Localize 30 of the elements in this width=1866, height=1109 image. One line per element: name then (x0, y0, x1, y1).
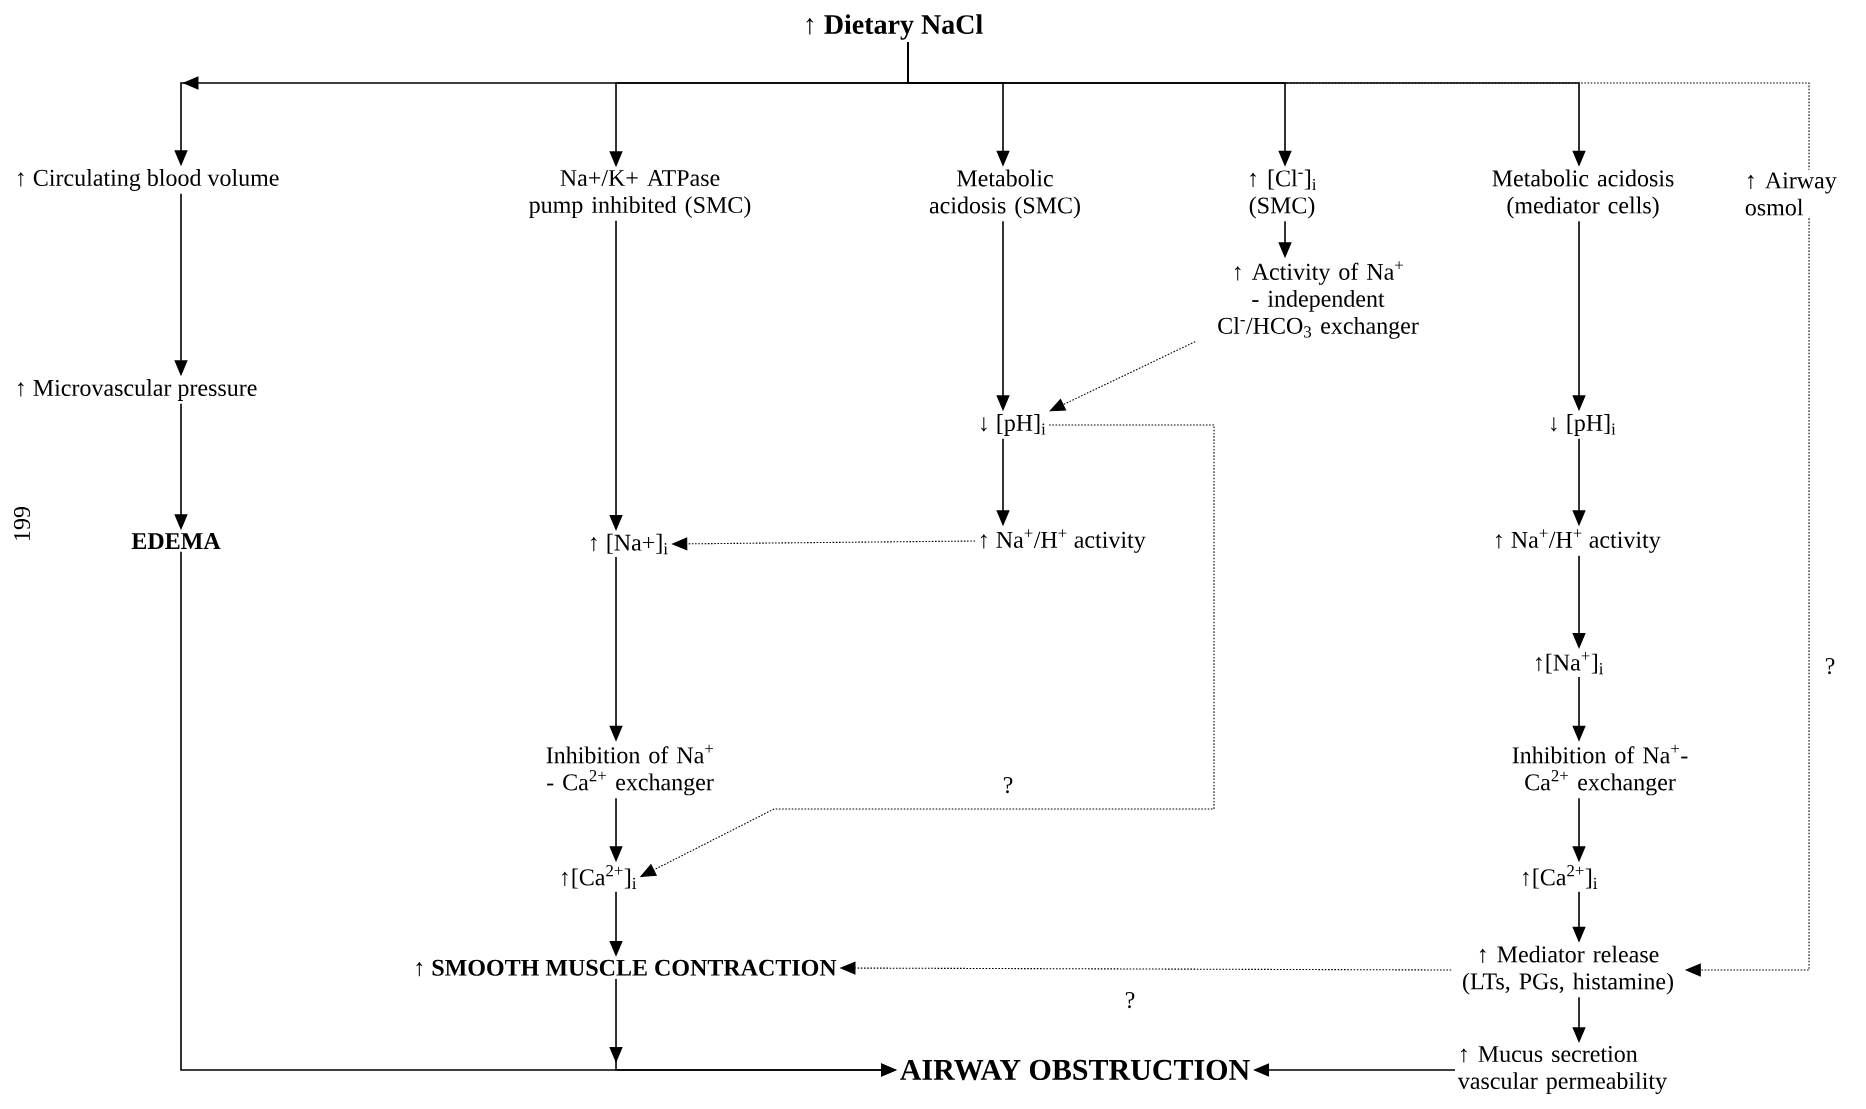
step-label: ↑ [Cl$^{-}$]$_{i}$ (SMC) (1249, 169, 1317, 219)
step-label: ↑ Na$^{+}$/H$^{+}$ activity (1496, 529, 1661, 553)
step-label: ↑[Ca$^{2+}$]$_{i}$ (562, 865, 637, 889)
step-label: ↑ Microvascular pressure (18, 379, 257, 401)
connector-line (907, 42, 1810, 171)
step-label: ↑ [Na+]$_{i}$ (591, 533, 668, 555)
arrow (1049, 341, 1196, 412)
step-label: Inhibition of Na$^{+}$ - Ca$^{2+}$ exchanger (546, 744, 714, 796)
edge-label: ? (1123, 990, 1137, 1010)
step-label: EDEMA (131, 533, 221, 549)
step-label: Na+/K+ ATPase pump inhibited (SMC) (529, 170, 751, 218)
edge-label: ? (1823, 656, 1837, 676)
step-label: Metabolic acidosis (mediator cells) (1492, 169, 1674, 219)
step-label: ↑ Mediator release (LTs, PGs, histamine) (1463, 945, 1673, 995)
step-label: ↑ SMOOTH MUSCLE CONTRACTION (416, 959, 837, 977)
step-label: ↓ [pH]$_{i}$ (1551, 414, 1616, 436)
step-label: ↑ Mucus secretion vascular permeability (1457, 1046, 1667, 1095)
step-label: ↑ Airway osmol (1745, 172, 1837, 216)
step-label: ↑ Na$^{+}$/H$^{+}$ activity (981, 529, 1146, 553)
step-label: ↑[Na$^{+}$]$_{i}$ (1536, 651, 1604, 675)
step-label: AIRWAY OBSTRUCTION (900, 1059, 1250, 1081)
step-label: ↑ Circulating blood volume (18, 169, 279, 191)
step-label: Inhibition of Na$^{+}$-Ca$^{2+}$ exchanger (1512, 744, 1688, 796)
edge-label: ? (1001, 775, 1015, 795)
step-label: ↑ Dietary NaCl (806, 14, 983, 40)
page-number: 199 (13, 507, 31, 540)
step-label: ↑ Activity of Na$^{+}$ - independent Cl$^{-}$/HCO$_{3}$ exchanger (1218, 261, 1419, 339)
step-label: ↑[Ca$^{2+}$]$_{i}$ (1523, 865, 1598, 889)
step-label: Metabolic acidosis (SMC) (929, 169, 1080, 219)
step-label: ↓ [pH]$_{i}$ (981, 414, 1046, 436)
